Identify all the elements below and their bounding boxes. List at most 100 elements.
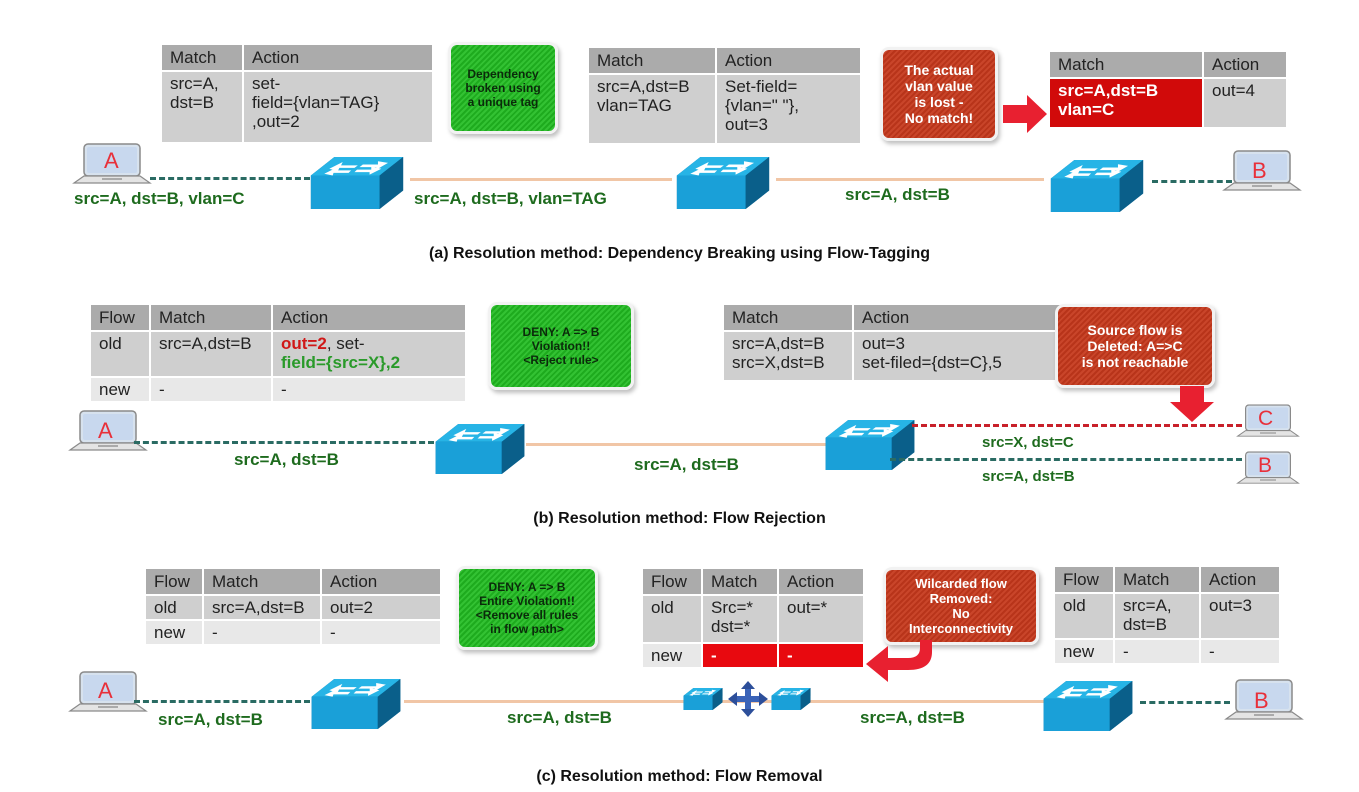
link-label: src=X, dst=C: [982, 434, 1074, 451]
link-dashed: [1140, 701, 1230, 704]
flow-cell: new: [641, 642, 703, 669]
match-cell: Src=* dst=*: [701, 594, 779, 644]
match-cell: src=A,dst=B: [202, 594, 322, 621]
switch-icon: [668, 157, 778, 209]
col-header: Match: [722, 303, 854, 332]
router-cross-icon: [728, 681, 768, 717]
link-label: src=A, dst=B: [158, 710, 263, 729]
col-header: Action: [852, 303, 1072, 332]
match-cell: src=A,dst=B: [149, 330, 273, 378]
red-callout-b: Source flow is Deleted: A=>C is not reac…: [1055, 304, 1215, 388]
link-dashed-broken: [912, 424, 1242, 427]
action-cell: set- field={vlan=TAG} ,out=2: [242, 70, 434, 144]
col-header: Match: [202, 567, 322, 596]
col-header: Match: [160, 43, 244, 72]
col-header: Match: [1113, 565, 1201, 594]
action-cell: out=2: [320, 594, 442, 621]
link-solid: [410, 178, 672, 181]
red-arrow-down-icon: [1170, 386, 1214, 422]
link-solid: [776, 178, 1044, 181]
flow-cell: old: [89, 330, 151, 378]
link-solid: [526, 443, 826, 446]
link-solid: [404, 700, 1044, 703]
link-label: src=A, dst=B: [860, 708, 965, 727]
green-callout-a: Dependency broken using a unique tag: [448, 42, 558, 134]
match-cell: src=A, dst=B: [160, 70, 244, 144]
host-label: A: [98, 418, 113, 443]
col-header: Flow: [89, 303, 151, 332]
col-header: Flow: [1053, 565, 1115, 594]
link-dashed: [1152, 180, 1232, 183]
red-curved-arrow-icon: [866, 640, 932, 682]
action-cell: out=3: [1199, 592, 1281, 640]
action-cell: Set-field= {vlan=" "}, out=3: [715, 73, 862, 145]
match-cell-removed: -: [701, 642, 779, 669]
host-label: B: [1254, 688, 1269, 713]
link-label: src=A, dst=B: [234, 450, 339, 469]
col-header: Action: [1199, 565, 1281, 594]
col-header: Action: [242, 43, 434, 72]
caption-a: (a) Resolution method: Dependency Breaki…: [428, 245, 931, 262]
col-header: Match: [587, 46, 717, 75]
flow-cell: old: [641, 594, 703, 644]
link-label: src=A, dst=B, vlan=TAG: [414, 189, 607, 208]
red-arrow-right-icon: [1003, 95, 1047, 133]
red-callout-a: The actual vlan value is lost - No match…: [880, 47, 998, 141]
action-cell: out=3 set-filed={dst=C},5: [852, 330, 1072, 382]
col-header: Flow: [641, 567, 703, 596]
match-cell: src=A,dst=B src=X,dst=B: [722, 330, 854, 382]
switch-icon: [432, 424, 528, 474]
action-cell: -: [1199, 638, 1281, 665]
col-header: Action: [777, 567, 865, 596]
switch-icon: [1036, 681, 1140, 731]
switch-small-icon: [682, 688, 724, 710]
match-cell: -: [1113, 638, 1201, 665]
action-out-red: out=2: [281, 334, 327, 353]
col-header: Action: [271, 303, 467, 332]
col-header: Match: [1048, 50, 1204, 79]
flow-cell: old: [144, 594, 204, 621]
deny-reject-callout: DENY: A => B Violation!! <Reject rule>: [488, 302, 634, 390]
host-label: B: [1252, 158, 1267, 183]
link-dashed: [134, 700, 310, 703]
action-cell: out=4: [1202, 77, 1288, 129]
host-label: A: [98, 678, 113, 703]
caption-c: (c) Resolution method: Flow Removal: [536, 768, 823, 785]
col-header: Flow: [144, 567, 204, 596]
flow-cell: new: [89, 376, 151, 403]
match-cell: src=A, dst=B: [1113, 592, 1201, 640]
link-label: src=A, dst=B, vlan=C: [74, 189, 245, 208]
link-dashed: [890, 458, 1242, 461]
link-dashed: [134, 441, 434, 444]
col-header: Action: [715, 46, 862, 75]
link-dashed: [150, 177, 310, 180]
flow-cell: old: [1053, 592, 1115, 640]
action-cell: -: [271, 376, 467, 403]
switch-icon: [822, 420, 918, 470]
flow-cell: new: [1053, 638, 1115, 665]
match-cell: -: [149, 376, 273, 403]
action-cell: out=*: [777, 594, 865, 644]
flow-cell: new: [144, 619, 204, 646]
action-plain: , set-: [326, 334, 365, 353]
red-callout-c: Wilcarded flow Removed: No Interconnecti…: [883, 567, 1039, 645]
caption-b: (b) Resolution method: Flow Rejection: [533, 510, 826, 527]
action-cell: out=2, set-field={src=X},2: [271, 330, 467, 378]
match-cell: -: [202, 619, 322, 646]
switch-small-icon: [770, 688, 812, 710]
col-header: Match: [149, 303, 273, 332]
host-label: C: [1258, 407, 1274, 430]
col-header: Action: [1202, 50, 1288, 79]
link-label: src=A, dst=B: [845, 185, 950, 204]
switch-icon: [1042, 160, 1152, 212]
deny-remove-callout: DENY: A => B Entire Violation!! <Remove …: [456, 566, 598, 650]
host-label: B: [1258, 454, 1273, 477]
